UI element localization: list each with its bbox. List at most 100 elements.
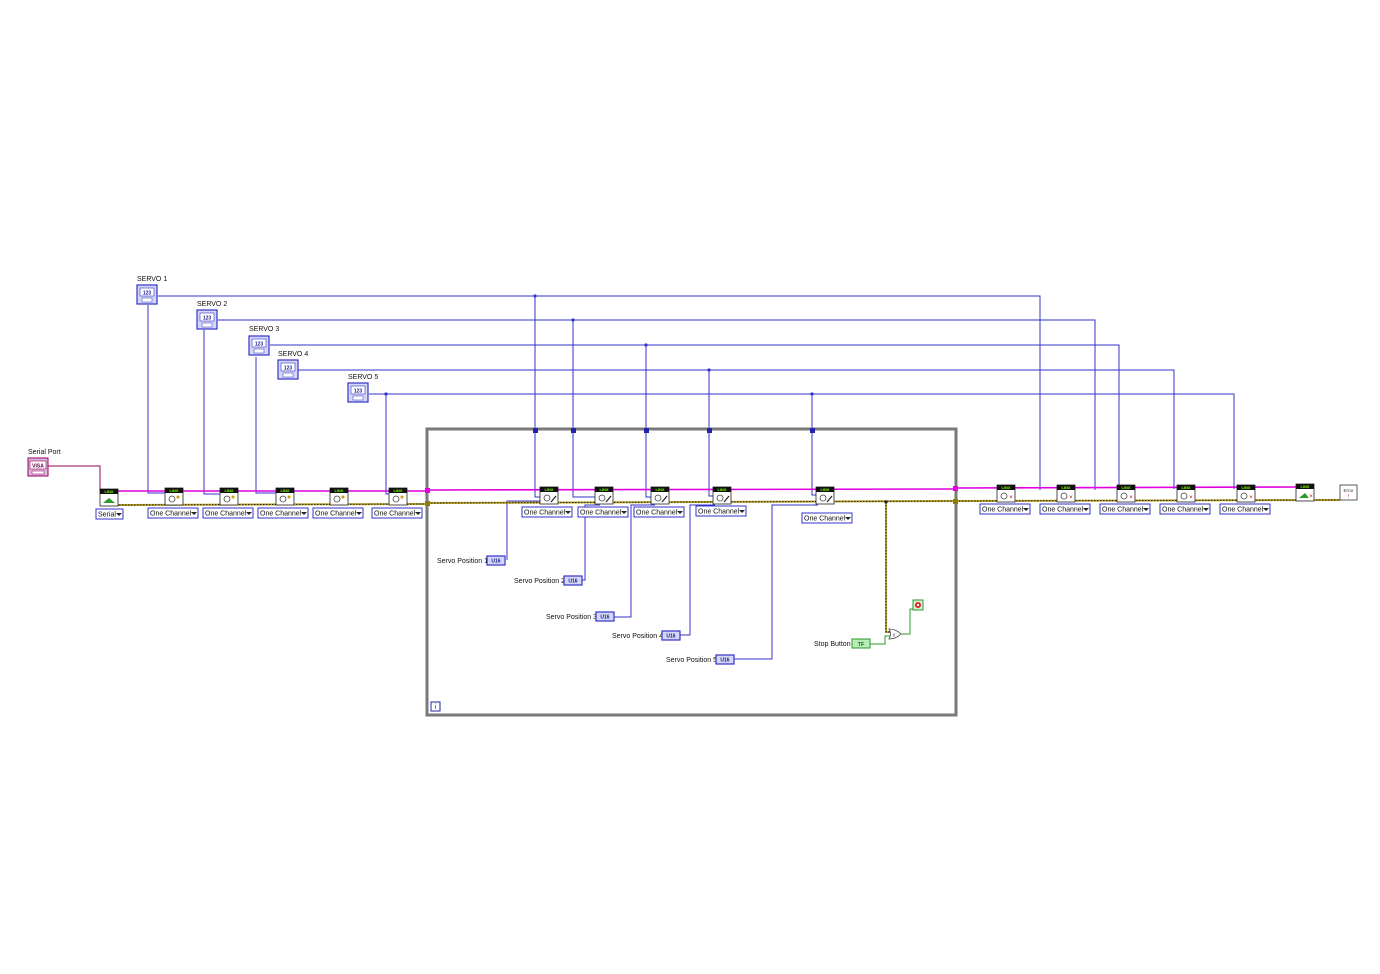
indicator-label: Servo Position 5	[666, 657, 717, 664]
error-wire	[115, 499, 1341, 633]
channel-selector[interactable]: One Channel	[147, 507, 199, 519]
channel-selector-value: One Channel	[698, 509, 740, 516]
chevron-down-icon	[246, 512, 252, 515]
linx-servo-close-5[interactable]: LINX×	[1236, 484, 1256, 503]
servo-label: SERVO 3	[249, 326, 279, 333]
while-loop-frame[interactable]	[425, 427, 958, 717]
linx-servo-close-4[interactable]: LINX×	[1176, 484, 1196, 503]
simple-error-handler[interactable]: Error !	[1339, 484, 1358, 501]
channel-selector[interactable]: One Channel	[633, 506, 685, 518]
pos-2-wire	[582, 504, 600, 581]
servo-icon	[1240, 492, 1248, 500]
numeric-glyph: 123	[284, 366, 293, 372]
linx-banner: LINX	[599, 487, 608, 492]
numeric-glyph: 123	[255, 342, 264, 348]
linx-servo-close-2[interactable]: LINX×	[1056, 484, 1076, 503]
servo-2-loop-wire	[572, 320, 596, 498]
servo-5-wire	[369, 393, 1235, 489]
u16-glyph: U16	[666, 634, 675, 640]
indicator-label: Servo Position 1	[437, 558, 488, 565]
channel-selector-value: One Channel	[804, 516, 846, 523]
linx-banner: LINX	[334, 488, 343, 493]
servo-icon	[598, 494, 606, 502]
linx-servo-close-3[interactable]: LINX×	[1116, 484, 1136, 503]
serial-port-control[interactable]: Serial Port VISA	[27, 449, 61, 477]
iteration-glyph: i	[435, 704, 437, 711]
linx-servo-open-5[interactable]: LINX	[388, 487, 408, 506]
chevron-down-icon	[565, 511, 571, 514]
servo-control-4[interactable]: SERVO 4 123	[277, 351, 308, 380]
servo-1-loop-wire	[534, 296, 540, 498]
servo-label: SERVO 2	[197, 301, 227, 308]
linx-servo-open-1[interactable]: LINX	[164, 487, 184, 506]
channel-selector[interactable]: One Channel	[1219, 503, 1271, 515]
linx-open-serial[interactable]: LINX	[99, 488, 119, 507]
chevron-down-icon	[301, 512, 307, 515]
channel-selector-value: One Channel	[374, 511, 416, 518]
wire-junctions	[384, 294, 814, 396]
channel-selector[interactable]: One Channel	[257, 507, 309, 519]
channel-selector[interactable]: One Channel	[312, 507, 364, 519]
linx-banner: LINX	[1121, 485, 1130, 490]
channel-selector-value: One Channel	[1042, 507, 1084, 514]
servo-control-3[interactable]: SERVO 3 123	[248, 326, 279, 356]
loop-iteration-terminal: i	[430, 701, 441, 712]
channel-selector-value: One Channel	[315, 511, 357, 518]
pos-3-wire	[614, 504, 655, 618]
open-icon	[103, 498, 115, 503]
stop-button-control[interactable]: Stop Button TF	[814, 638, 871, 649]
servo-4-loop-wire	[708, 370, 714, 497]
u16-glyph: U16	[600, 615, 609, 621]
channel-selector[interactable]: One Channel	[979, 503, 1031, 515]
linx-banner: LINX	[1001, 485, 1010, 490]
chevron-down-icon	[739, 510, 745, 513]
linx-servo-open-3[interactable]: LINX	[275, 487, 295, 506]
channel-selector[interactable]: One Channel	[577, 506, 629, 518]
pencil-icon	[826, 495, 833, 503]
channel-selector[interactable]: One Channel	[801, 512, 853, 524]
linx-banner: LINX	[1241, 485, 1250, 490]
linx-servo-set-2[interactable]: LINX	[594, 486, 614, 505]
servo-icon	[333, 495, 341, 503]
servo-icon	[223, 495, 231, 503]
chevron-down-icon	[677, 511, 683, 514]
linx-servo-open-2[interactable]: LINX	[219, 487, 239, 506]
linx-servo-set-5[interactable]: LINX	[815, 486, 835, 505]
servo-icon	[168, 495, 176, 503]
error-tunnel-in	[425, 501, 430, 506]
or-function[interactable]: v	[888, 628, 902, 640]
linx-servo-set-4[interactable]: LINX	[712, 486, 732, 505]
channel-selector[interactable]: One Channel	[1039, 503, 1091, 515]
numeric-glyph: 123	[354, 389, 363, 395]
channel-selector[interactable]: One Channel	[1159, 503, 1211, 515]
servo-label: SERVO 4	[278, 351, 308, 358]
channel-selector[interactable]: One Channel	[1099, 503, 1151, 515]
chevron-down-icon	[1203, 508, 1209, 511]
linx-close[interactable]: LINX×	[1295, 483, 1315, 502]
channel-selector-value: One Channel	[636, 510, 678, 517]
close-icon: ×	[1009, 495, 1013, 501]
loop-condition-terminal[interactable]	[912, 599, 924, 611]
linx-servo-close-1[interactable]: LINX ×	[996, 484, 1016, 503]
channel-selector[interactable]: Serial	[95, 508, 124, 520]
loop-tunnels	[533, 428, 815, 433]
linx-servo-set-1[interactable]: LINX	[539, 486, 559, 505]
chevron-down-icon	[1263, 508, 1269, 511]
channel-selector[interactable]: One Channel	[695, 505, 747, 517]
channel-selector-value: One Channel	[205, 511, 247, 518]
svg-text:×: ×	[1309, 494, 1313, 500]
u16-glyph: U16	[720, 658, 729, 664]
channel-selector[interactable]: One Channel	[371, 507, 423, 519]
channel-selector[interactable]: One Channel	[202, 507, 254, 519]
channel-selector[interactable]: One Channel	[521, 506, 573, 518]
linx-servo-open-4[interactable]: LINX	[329, 487, 349, 506]
visa-wire	[48, 465, 1301, 492]
linx-banner: LINX	[280, 488, 289, 493]
linx-servo-set-3[interactable]: LINX	[650, 486, 670, 505]
chevron-down-icon	[845, 517, 851, 520]
